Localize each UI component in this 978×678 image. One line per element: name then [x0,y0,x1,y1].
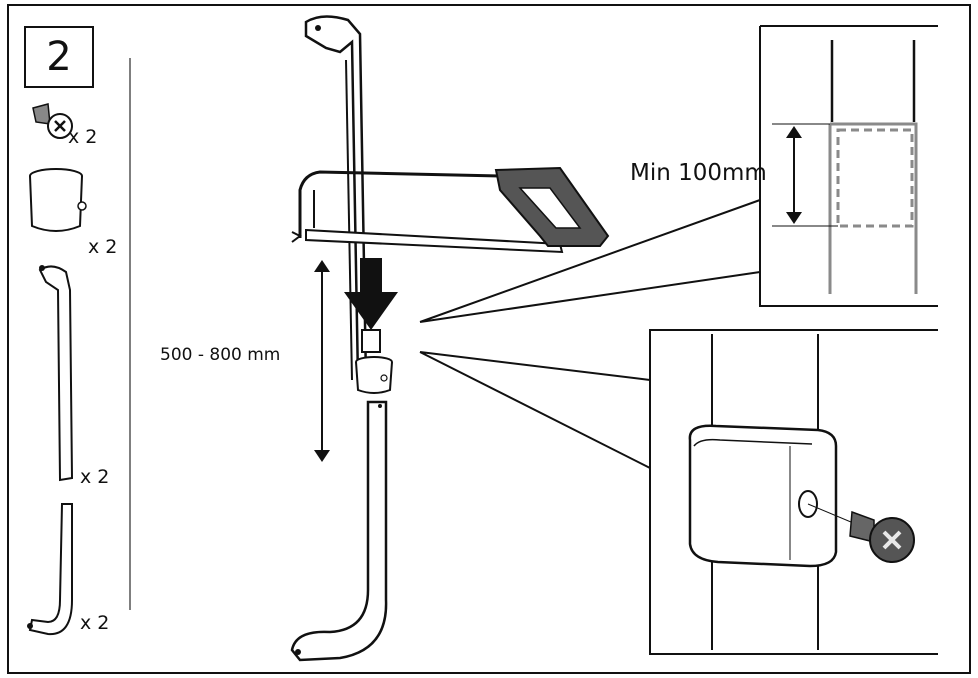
height-range-arrow [314,260,330,462]
cut-arrow-icon [344,258,398,330]
min-insertion-label: Min 100mm [630,160,767,186]
callout-lines-top [419,199,761,323]
sleeve-quantity-label: x 2 [88,236,118,258]
screw-quantity-label: x 2 [68,126,98,148]
insertion-detail-panel [759,25,938,307]
hacksaw-icon [291,166,610,254]
tube-icon [27,503,73,636]
sleeve-icon [355,356,393,394]
screw-icon [32,103,73,139]
tube-cut-end [361,329,381,353]
top-tube-quantity-label: x 2 [80,466,110,488]
upper-handle-tube [304,15,368,382]
diagram-border [7,4,971,674]
callout-lines-bottom [419,351,651,469]
tube-icon [38,265,74,482]
lower-handle-tube [290,400,388,662]
screw-detail-panel [649,329,938,655]
step-number: 2 [24,26,94,88]
height-range-label: 500 - 800 mm [160,345,281,365]
screw-icon [849,510,915,563]
sleeve-icon [29,168,87,232]
bottom-tube-quantity-label: x 2 [80,612,110,634]
